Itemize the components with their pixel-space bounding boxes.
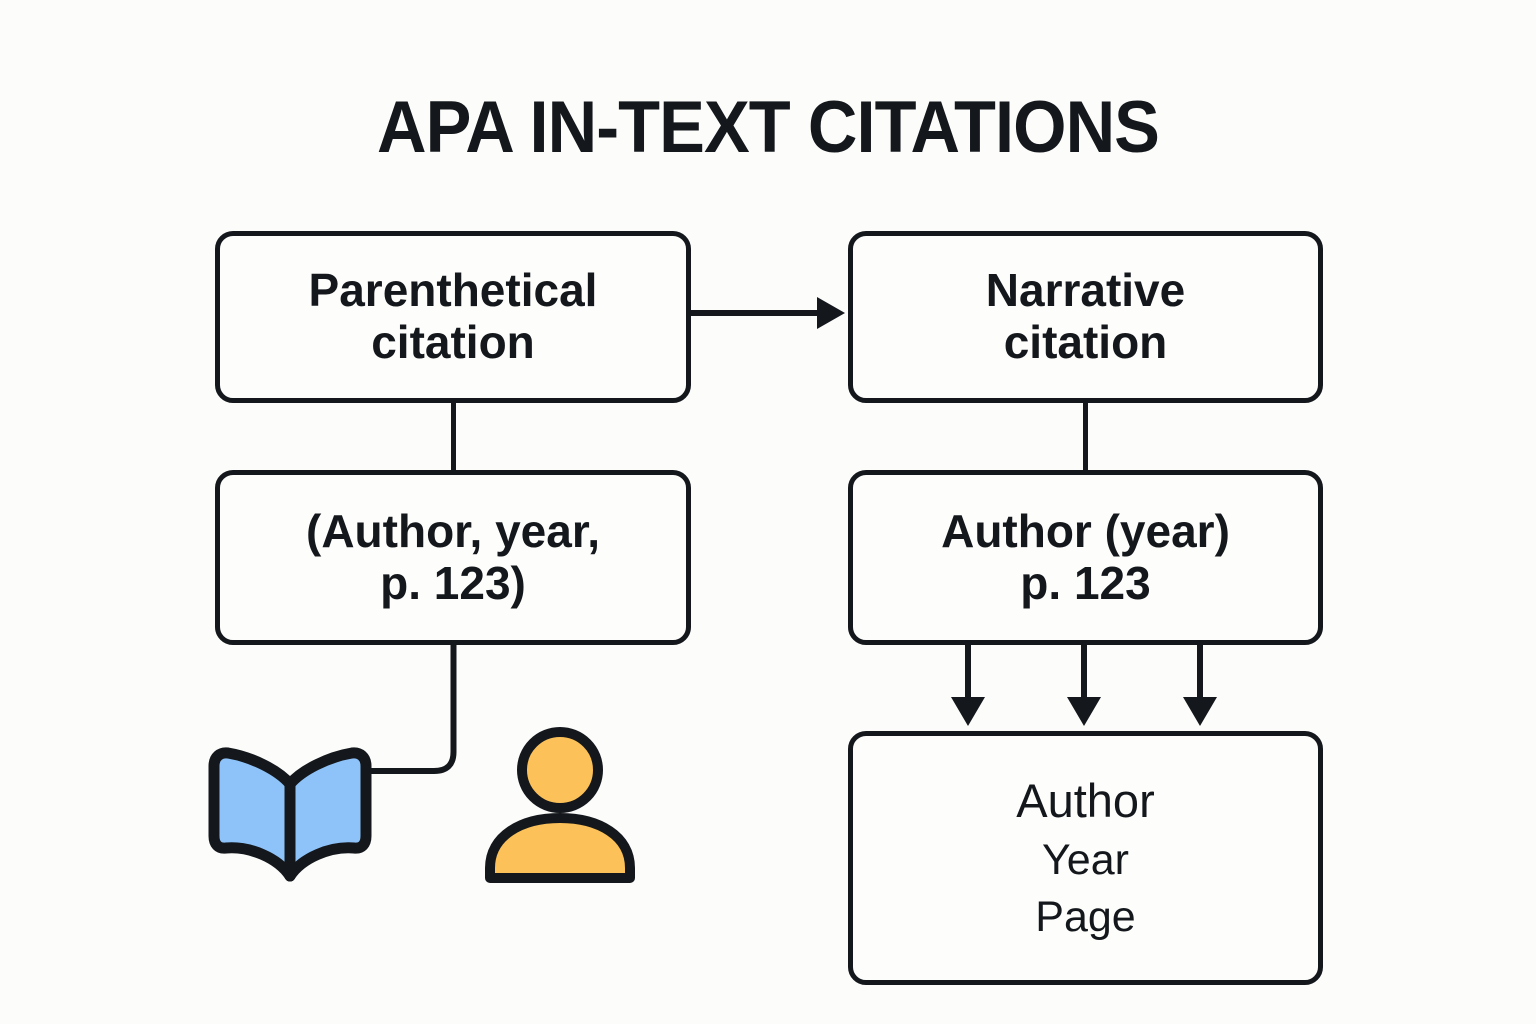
box-narrative-line2: citation (1003, 316, 1168, 368)
box-narrative-line1: Narrative (985, 264, 1186, 317)
arrow-down-author (951, 645, 985, 726)
connector-narrative-to-format (1083, 401, 1088, 472)
box-parenthetical-format[interactable]: (Author, year, p. 123) (215, 470, 691, 645)
components-author: Author (1016, 774, 1155, 828)
box-narrative-format-line1: Author (year) (941, 504, 1230, 557)
components-year: Year (1042, 836, 1129, 885)
arrow-down-page (1183, 645, 1217, 726)
person-icon (485, 727, 635, 883)
box-parenthetical-line1: Parenthetical (308, 264, 598, 317)
open-book-icon (208, 747, 372, 882)
box-narrative-citation[interactable]: Narrative citation (848, 231, 1323, 403)
arrow-parenthetical-to-narrative (691, 297, 845, 329)
arrow-down-year (1067, 645, 1101, 726)
box-citation-components[interactable]: Author Year Page (848, 731, 1323, 985)
connector-parenthetical-to-format (451, 401, 456, 472)
box-parenthetical-format-line2: p. 123) (380, 556, 526, 609)
components-page: Page (1035, 893, 1136, 942)
box-parenthetical-format-line1: (Author, year, (306, 504, 600, 557)
box-parenthetical-line2: citation (371, 316, 535, 368)
page-title: APA IN-TEXT CITATIONS (376, 87, 1160, 168)
box-narrative-format-line2: p. 123 (1020, 556, 1151, 609)
box-narrative-format[interactable]: Author (year) p. 123 (848, 470, 1323, 645)
box-parenthetical-citation[interactable]: Parenthetical citation (215, 231, 691, 403)
